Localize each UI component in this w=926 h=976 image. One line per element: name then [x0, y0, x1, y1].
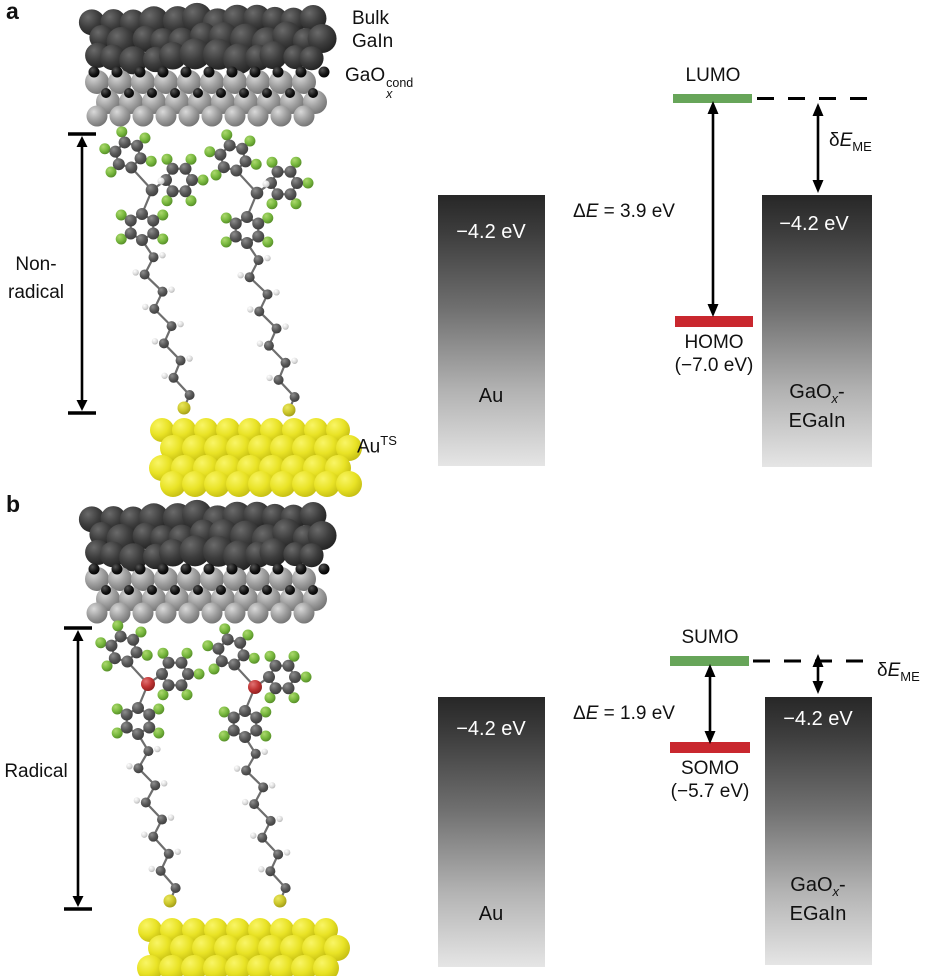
- homo-level-bar: [675, 316, 753, 327]
- offset-label-b-E: E: [887, 660, 901, 681]
- offset-label-a-sub: ME: [852, 138, 872, 154]
- nonradical-label-line2: radical: [8, 282, 64, 303]
- homo-energy-label: (−7.0 eV): [674, 355, 754, 376]
- gap-label-b: ΔE = 1.9 eV: [573, 702, 675, 725]
- molecule-1-b: [95, 620, 205, 908]
- gaox-workfunction-a: −4.2 eV: [779, 213, 849, 235]
- au-name-b: Au: [478, 903, 504, 925]
- bulk-gain-label-line2: GaIn: [352, 31, 394, 52]
- gaox-name-a-base: GaO: [789, 381, 832, 403]
- offset-arrow-a: [812, 103, 824, 193]
- lumo-label: LUMO: [685, 65, 741, 86]
- au-electrode-bar-b: [438, 697, 545, 967]
- radical-label-line1: Radical: [4, 761, 68, 782]
- gap-label-b-delta: Δ: [573, 703, 586, 724]
- gap-label-b-value: = 1.9 eV: [598, 703, 675, 724]
- offset-label-b: δEME: [877, 659, 920, 688]
- oxide-label-base: GaO: [345, 65, 386, 86]
- offset-label-a-delta: δ: [829, 130, 840, 151]
- gap-label-a-E: E: [585, 201, 599, 222]
- gaox-name-a-sub: x: [831, 391, 839, 406]
- au-name-a: Au: [478, 385, 504, 407]
- gain-surface-a: [78, 2, 337, 127]
- height-arrow-a: [68, 132, 96, 415]
- au-workfunction-b: −4.2 eV: [456, 718, 526, 740]
- somo-level-bar: [670, 742, 750, 753]
- nonradical-label-line1: Non-: [15, 254, 57, 275]
- au-workfunction-a: −4.2 eV: [456, 221, 526, 243]
- gap-label-a: ΔE = 3.9 eV: [573, 200, 675, 223]
- somo-energy-label: (−5.7 eV): [670, 781, 750, 802]
- bulk-gain-label: Bulk GaIn: [352, 7, 393, 53]
- au-ts-label: AuTS: [357, 429, 397, 458]
- offset-label-b-sub: ME: [900, 668, 920, 684]
- gaox-name-b-sub: x: [832, 884, 840, 899]
- gaox-workfunction-b: −4.2 eV: [783, 708, 853, 730]
- gaox-name-a-dash: -: [838, 381, 845, 403]
- offset-label-a-E: E: [839, 130, 853, 151]
- au-ts-label-base: Au: [357, 436, 381, 458]
- gap-label-a-delta: Δ: [573, 201, 586, 222]
- gap-arrow-a: [707, 101, 719, 317]
- gaox-name-b-line1: GaOx-: [790, 874, 847, 903]
- panel-a-label: a: [6, 0, 19, 24]
- sumo-level-bar: [670, 656, 749, 666]
- gap-label-b-E: E: [585, 703, 599, 724]
- gaox-name-a-line2: EGaIn: [788, 410, 846, 432]
- gap-label-a-value: = 3.9 eV: [598, 201, 675, 222]
- gaox-name-a: GaOx- EGaIn: [789, 381, 846, 433]
- nonradical-height-label: Non- radical: [8, 251, 64, 307]
- gaox-name-b-base: GaO: [790, 874, 833, 896]
- oxide-label-sup: cond: [386, 76, 414, 90]
- gaox-egain-electrode-bar-a: [762, 195, 872, 467]
- radical-height-label: Radical: [4, 758, 67, 786]
- molecule-2-b: [202, 623, 312, 908]
- gaox-egain-electrode-bar-b: [765, 697, 872, 965]
- molecule-1-a: [99, 126, 209, 415]
- offset-label-a: δEME: [829, 129, 872, 158]
- gold-surface-a: [149, 418, 362, 497]
- height-arrow-b: [64, 626, 92, 911]
- gaox-name-a-line1: GaOx-: [789, 381, 846, 410]
- gaox-name-b-dash: -: [839, 874, 846, 896]
- gaox-name-b: GaOx- EGaIn: [790, 874, 847, 926]
- oxide-label-sub: x: [386, 86, 393, 101]
- gap-arrow-b: [704, 664, 716, 744]
- somo-label: SOMO: [680, 758, 740, 779]
- offset-label-b-delta: δ: [877, 660, 888, 681]
- molecule-2-a: [204, 129, 314, 417]
- gaox-name-b-line2: EGaIn: [789, 903, 847, 925]
- au-electrode-bar-a: [438, 195, 545, 466]
- bulk-gain-label-line1: Bulk: [352, 8, 389, 29]
- gain-surface-b: [78, 499, 337, 624]
- panel-b-label: b: [6, 491, 21, 517]
- lumo-level-bar: [673, 94, 752, 103]
- au-ts-label-sup: TS: [380, 433, 397, 448]
- sumo-label: SUMO: [681, 627, 739, 648]
- homo-label: HOMO: [684, 332, 744, 353]
- gold-surface-b: [137, 918, 350, 976]
